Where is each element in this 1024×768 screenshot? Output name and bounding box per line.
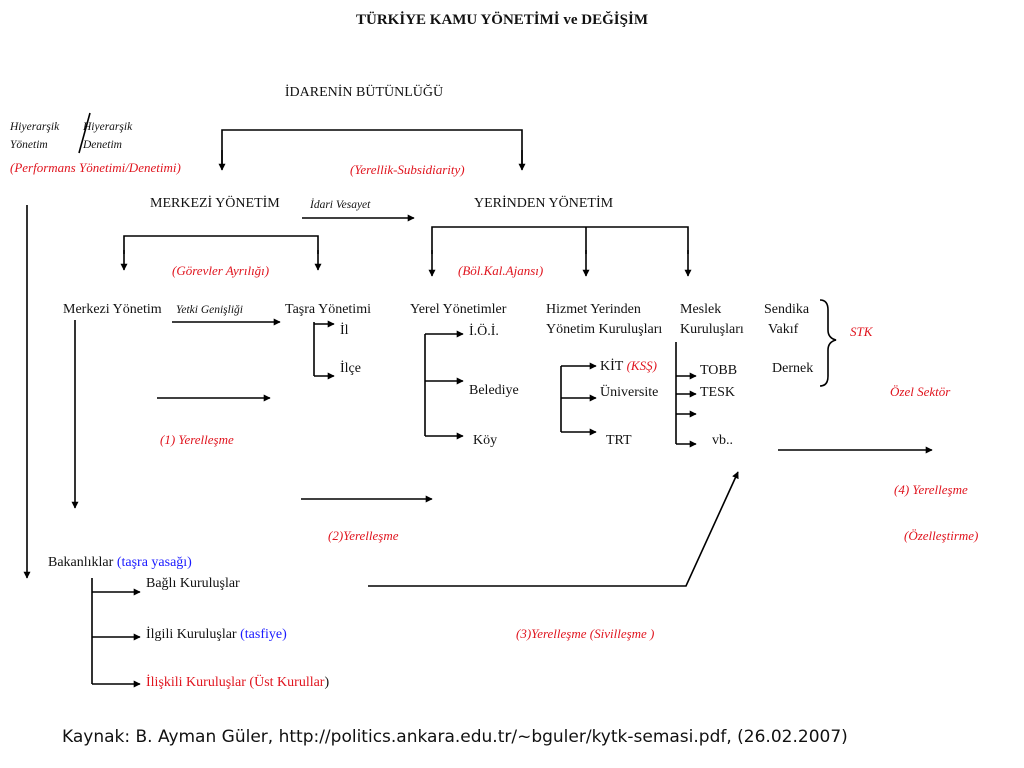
stage3-arrow xyxy=(368,471,739,587)
stage4-label: (4) Yerelleşme xyxy=(894,482,968,497)
university-label: Üniversite xyxy=(600,383,658,400)
service-title-line2: Yönetim Kuruluşları xyxy=(546,322,662,337)
professional-title-line2: Kuruluşları xyxy=(680,322,744,337)
local-item-ioi: İ.Ö.İ. xyxy=(469,322,499,339)
prof-item-etc: vb.. xyxy=(712,433,733,448)
administration-unity-label: İDARENİN BÜTÜNLÜĞÜ xyxy=(285,83,443,100)
performance-label: (Performans Yönetimi/Denetimi) xyxy=(10,160,181,175)
ngo-brace xyxy=(819,299,837,387)
source-citation: Kaynak: B. Ayman Güler, http://politics.… xyxy=(62,727,848,747)
local-governments-label: Yerel Yönetimler xyxy=(410,302,507,317)
hierarchy-slash xyxy=(78,112,91,154)
stage4-sub-label: (Özelleştirme) xyxy=(904,528,978,543)
hierarchy-line2-right: Denetim xyxy=(82,139,122,151)
province-label: İl xyxy=(340,322,349,338)
stk-label: STK xyxy=(850,324,874,339)
district-label: İlçe xyxy=(340,360,361,376)
stage3-label: (3)Yerelleşme (Sivilleşme ) xyxy=(516,626,654,641)
stage2-label: (2)Yerelleşme xyxy=(328,528,399,543)
hierarchy-line1-left: Hiyerarşik xyxy=(9,121,60,133)
kit-label: KİT (KSŞ) xyxy=(600,358,657,374)
provincial-admin-label: Taşra Yönetimi xyxy=(285,302,371,317)
hierarchy-note: Hiyerarşik Hiyerarşik Yönetim Denetim (P… xyxy=(9,112,181,175)
local-item-municipality: Belediye xyxy=(469,383,519,398)
trt-label: TRT xyxy=(606,433,632,448)
ngo-union: Sendika xyxy=(764,302,810,317)
service-title-line1: Hizmet Yerinden xyxy=(546,302,641,317)
central-government-label: MERKEZİ YÖNETİM xyxy=(150,194,280,211)
hierarchy-line2-left: Yönetim xyxy=(10,139,48,151)
central-branch-bracket xyxy=(123,235,319,254)
prof-item-tesk: TESK xyxy=(700,385,735,400)
decentral-government-label: YERİNDEN YÖNETİM xyxy=(474,194,614,211)
ministries-label: Bakanlıklar (taşra yasağı) xyxy=(48,555,192,570)
stage1-label: (1) Yerelleşme xyxy=(160,432,234,447)
professional-title-line1: Meslek xyxy=(680,302,721,317)
central-admin-label: Merkezi Yönetim xyxy=(63,302,162,317)
local-item-village: Köy xyxy=(473,433,497,448)
private-sector-label: Özel Sektör xyxy=(890,384,951,399)
affiliated-institutions-label: Bağlı Kuruluşlar xyxy=(146,576,240,591)
prof-item-tobb: TOBB xyxy=(700,363,737,378)
agency-label: (Böl.Kal.Ajansı) xyxy=(458,263,543,278)
unity-bracket xyxy=(221,129,523,168)
tutelage-label: İdari Vesayet xyxy=(309,197,371,211)
hierarchy-line1-right: Hiyerarşik xyxy=(82,121,133,133)
separation-label: (Görevler Ayrılığı) xyxy=(172,263,269,278)
associated-institutions-label: İlişkili Kuruluşlar (Üst Kurullar) xyxy=(146,673,329,690)
subsidiarity-label: (Yerellik-Subsidiarity) xyxy=(350,162,465,177)
diagram-title: TÜRKİYE KAMU YÖNETİMİ ve DEĞİŞİM xyxy=(356,11,648,28)
ngo-foundation: Vakıf xyxy=(768,322,799,337)
ngo-association: Dernek xyxy=(772,361,813,376)
decentral-branch-bracket xyxy=(431,226,689,254)
authority-expansion-label: Yetki Genişliği xyxy=(176,304,243,316)
related-institutions-label: İlgili Kuruluşlar (tasfiye) xyxy=(146,626,287,642)
